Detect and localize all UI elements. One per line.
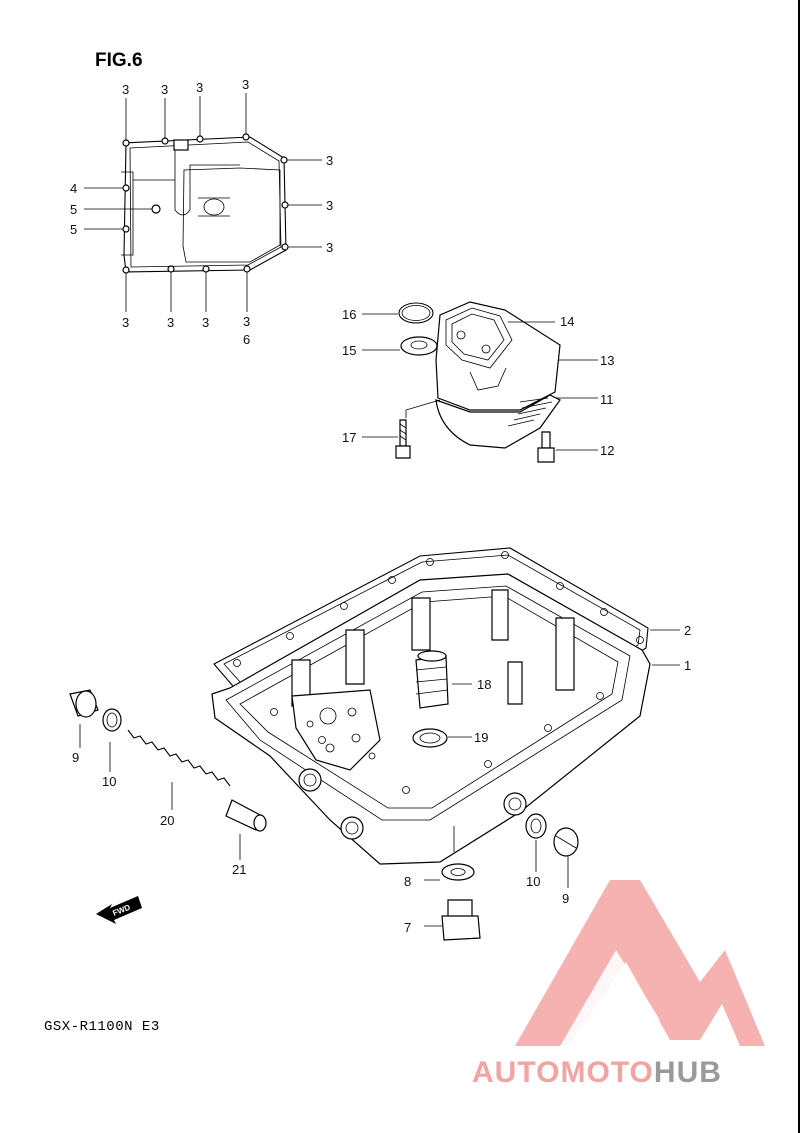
drain-hardware: 8 10 9 7 [404, 813, 579, 941]
pan-side-port [503, 792, 527, 816]
callout-10: 10 [526, 874, 540, 889]
watermark-text: AUTOMOTOHUB [472, 1056, 722, 1089]
gasket-bolt-holes [122, 133, 289, 274]
oil-strainer-11 [435, 394, 561, 449]
callout-15: 15 [342, 343, 356, 358]
callout-3: 3 [326, 153, 333, 168]
oil-strainer-assembly: 16 14 15 13 11 17 12 [342, 301, 614, 463]
callout-20: 20 [160, 813, 174, 828]
callout-14: 14 [560, 314, 574, 329]
gasket-callouts: 3 3 3 3 3 3 3 4 5 5 3 3 3 3 6 [70, 77, 333, 347]
oil-pan-gasket-diagram: 3 3 3 3 3 3 3 4 5 5 3 3 3 3 6 [70, 77, 333, 347]
callout-3: 3 [196, 80, 203, 95]
callout-19: 19 [474, 730, 488, 745]
figure-title: FIG.6 [95, 50, 143, 71]
oil-pressure-switch-18 [415, 655, 449, 709]
callout-6: 6 [243, 332, 250, 347]
callout-3: 3 [202, 315, 209, 330]
callout-3: 3 [242, 77, 249, 92]
callout-21: 21 [232, 862, 246, 877]
callout-5: 5 [70, 202, 77, 217]
gasket-center-marks [198, 197, 230, 217]
passage-holes [306, 707, 376, 760]
strainer-housing-13 [435, 301, 561, 411]
gasket-8 [441, 863, 475, 881]
gasket-10 [102, 708, 122, 732]
callout-17: 17 [342, 430, 356, 445]
pan-side-port [298, 768, 322, 792]
callout-11: 11 [600, 392, 614, 407]
gasket-inner-edge [129, 141, 282, 268]
callout-8: 8 [404, 874, 411, 889]
gasket-side-pipe [121, 171, 134, 256]
gasket-baffle-plate [182, 167, 281, 263]
callout-4: 4 [70, 181, 77, 196]
callout-10: 10 [102, 774, 116, 789]
strainer-callouts: 16 14 15 13 11 17 12 [342, 307, 614, 458]
callout-13: 13 [600, 353, 614, 368]
pan-rim-bolt-holes [233, 551, 644, 794]
callout-16: 16 [342, 307, 356, 322]
gasket-pipe-fitting [173, 139, 189, 151]
callout-9: 9 [562, 891, 569, 906]
callout-5: 5 [70, 222, 77, 237]
cushion-15 [400, 336, 438, 356]
callout-3: 3 [243, 314, 250, 329]
gasket-leader-lines [84, 93, 322, 312]
pan-leader-lines [79, 629, 680, 927]
strainer-leader-lines [362, 313, 598, 451]
spring-20 [127, 729, 231, 787]
callout-3: 3 [122, 315, 129, 330]
relief-valve-hardware: 9 10 20 21 [69, 689, 267, 877]
watermark-triangle-icon [515, 880, 765, 1046]
oil-pan-1 [211, 573, 651, 865]
oil-pan-assembly: 2 1 18 19 [79, 547, 691, 927]
callout-7: 7 [404, 920, 411, 935]
callout-18: 18 [477, 677, 491, 692]
callout-9: 9 [72, 750, 79, 765]
callout-3: 3 [161, 82, 168, 97]
drain-plug-7 [447, 899, 473, 919]
callout-3: 3 [122, 82, 129, 97]
model-code: GSX-R1100N E3 [44, 1019, 160, 1035]
bolt-12 [541, 431, 551, 449]
callout-1: 1 [684, 658, 691, 673]
gasket-10 [525, 813, 547, 839]
callout-3: 3 [326, 198, 333, 213]
forward-arrow-marker: FWD [96, 896, 142, 924]
gasket-oil-passage [174, 145, 240, 216]
callout-3: 3 [167, 315, 174, 330]
callout-3: 3 [326, 240, 333, 255]
pan-callouts: 2 1 18 19 [474, 623, 691, 745]
o-ring-16 [398, 302, 434, 324]
oil-passage-plate [291, 689, 381, 771]
pan-side-port [340, 816, 364, 840]
valve-21 [225, 799, 263, 831]
watermark-logo: AUTOMOTOHUB [472, 880, 765, 1089]
callout-2: 2 [684, 623, 691, 638]
gasket-outline [123, 136, 287, 273]
gasket-center-ring [203, 198, 225, 216]
o-ring-19 [412, 728, 448, 748]
callout-12: 12 [600, 443, 614, 458]
strainer-gasket-14 [445, 307, 513, 369]
